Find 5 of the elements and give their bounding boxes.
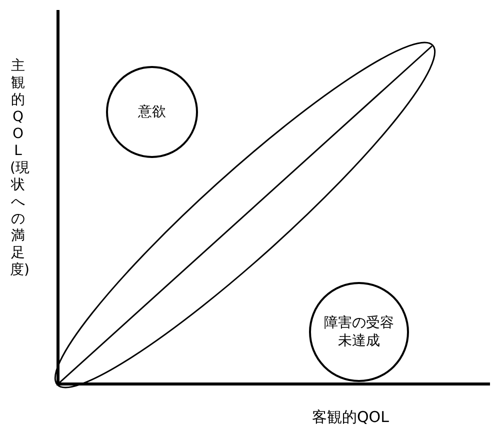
- x-axis-label: 客観的QOL: [312, 408, 389, 427]
- circle-node: [106, 66, 198, 158]
- circle-node: [309, 282, 409, 382]
- node-label: 意欲: [138, 103, 166, 121]
- node-label: 障害の受容未達成: [323, 314, 395, 350]
